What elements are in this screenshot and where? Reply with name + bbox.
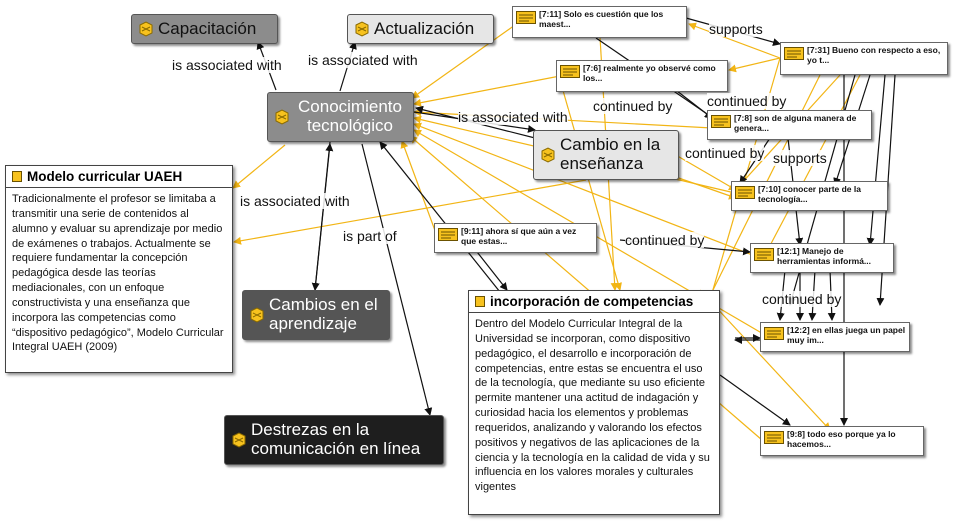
edge-label-associated: is associated with <box>458 109 568 125</box>
code-icon <box>541 147 555 163</box>
memo-header: Modelo curricular UAEH <box>6 166 232 188</box>
code-conocimiento-tecnologico[interactable]: Conocimiento tecnológico <box>267 92 414 142</box>
quotation-icon <box>711 115 731 128</box>
edge-label-continued-by: continued by <box>762 291 842 307</box>
quotation-icon <box>735 186 755 199</box>
quote-7-8[interactable]: [7:8] son de alguna manera de genera... <box>707 110 872 140</box>
quote-text: [12:2] en ellas juega un papel muy im... <box>787 325 906 345</box>
quote-text: [7:31] Bueno con respecto a eso, yo t... <box>807 45 941 65</box>
quote-7-31[interactable]: [7:31] Bueno con respecto a eso, yo t... <box>780 42 948 75</box>
memo-icon <box>12 171 22 182</box>
code-label: Cambio en la enseñanza <box>560 135 661 173</box>
code-label: Actualización <box>374 18 475 38</box>
quote-7-6[interactable]: [7:6] realmente yo observé como los... <box>556 60 728 92</box>
quote-12-1[interactable]: [12:1] Manejo de herramientas informá... <box>750 243 894 273</box>
code-icon <box>139 21 153 37</box>
quote-text: [12:1] Manejo de herramientas informá... <box>777 246 872 266</box>
memo-body: Dentro del Modelo Curricular Integral de… <box>475 318 710 494</box>
edge-label-associated: is associated with <box>308 52 418 68</box>
quotation-icon <box>438 228 458 241</box>
code-label: Conocimiento tecnológico <box>298 97 402 135</box>
memo-title: Modelo curricular UAEH <box>27 169 183 184</box>
code-icon <box>275 109 289 125</box>
memo-modelo-curricular[interactable]: Modelo curricular UAEH Tradicionalmente … <box>5 165 233 373</box>
code-label: Capacitación <box>158 18 257 38</box>
edge-label-part-of: is part of <box>343 228 397 244</box>
edge-label-associated: is associated with <box>240 193 350 209</box>
edge-label-continued-by: continued by <box>707 93 787 109</box>
code-icon <box>355 21 369 37</box>
quote-text: [7:10] conocer parte de la tecnología... <box>758 184 861 204</box>
memo-body: Tradicionalmente el profesor se limitaba… <box>12 193 224 354</box>
quote-12-2[interactable]: [12:2] en ellas juega un papel muy im... <box>760 322 910 352</box>
quote-7-10[interactable]: [7:10] conocer parte de la tecnología... <box>731 181 888 211</box>
quote-9-11[interactable]: [9:11] ahora sí que aún a vez que estas.… <box>434 223 597 253</box>
edge-label-continued-by: continued by <box>593 98 673 114</box>
quotation-icon <box>784 47 804 60</box>
code-cambio-ensenanza[interactable]: Cambio en la enseñanza <box>533 130 679 180</box>
quotation-icon <box>764 431 784 444</box>
code-label: Cambios en el aprendizaje <box>269 295 378 333</box>
quote-text: [7:6] realmente yo observé como los... <box>583 63 716 83</box>
quote-text: [9:8] todo eso porque ya lo hacemos... <box>787 429 896 449</box>
quotation-icon <box>560 65 580 78</box>
code-icon <box>250 307 264 323</box>
quote-9-8[interactable]: [9:8] todo eso porque ya lo hacemos... <box>760 426 924 456</box>
quote-text: [9:11] ahora sí que aún a vez que estas.… <box>461 226 577 246</box>
quotation-icon <box>516 11 536 24</box>
edge-label-supports: supports <box>709 21 763 37</box>
code-capacitacion[interactable]: Capacitación <box>131 14 278 44</box>
memo-icon <box>475 296 485 307</box>
code-label: Destrezas en la comunicación en línea <box>251 420 421 458</box>
code-destrezas-comunicacion[interactable]: Destrezas en la comunicación en línea <box>224 415 444 465</box>
edge-label-supports: supports <box>773 150 827 166</box>
code-actualizacion[interactable]: Actualización <box>347 14 494 44</box>
edge-label-associated: is associated with <box>172 57 282 73</box>
memo-incorporacion-competencias[interactable]: incorporación de competencias Dentro del… <box>468 290 720 515</box>
memo-title: incorporación de competencias <box>490 294 694 309</box>
quote-text: [7:11] Solo es cuestión que los maest... <box>539 9 664 29</box>
code-icon <box>232 432 246 448</box>
quote-text: [7:8] son de alguna manera de genera... <box>734 113 857 133</box>
quotation-icon <box>764 327 784 340</box>
edge-label-continued-by: continued by <box>625 232 705 248</box>
edge-label-continued-by: continued by <box>685 145 765 161</box>
code-cambios-aprendizaje[interactable]: Cambios en el aprendizaje <box>242 290 390 340</box>
memo-header: incorporación de competencias <box>469 291 719 313</box>
quote-7-11[interactable]: [7:11] Solo es cuestión que los maest... <box>512 6 687 38</box>
quotation-icon <box>754 248 774 261</box>
